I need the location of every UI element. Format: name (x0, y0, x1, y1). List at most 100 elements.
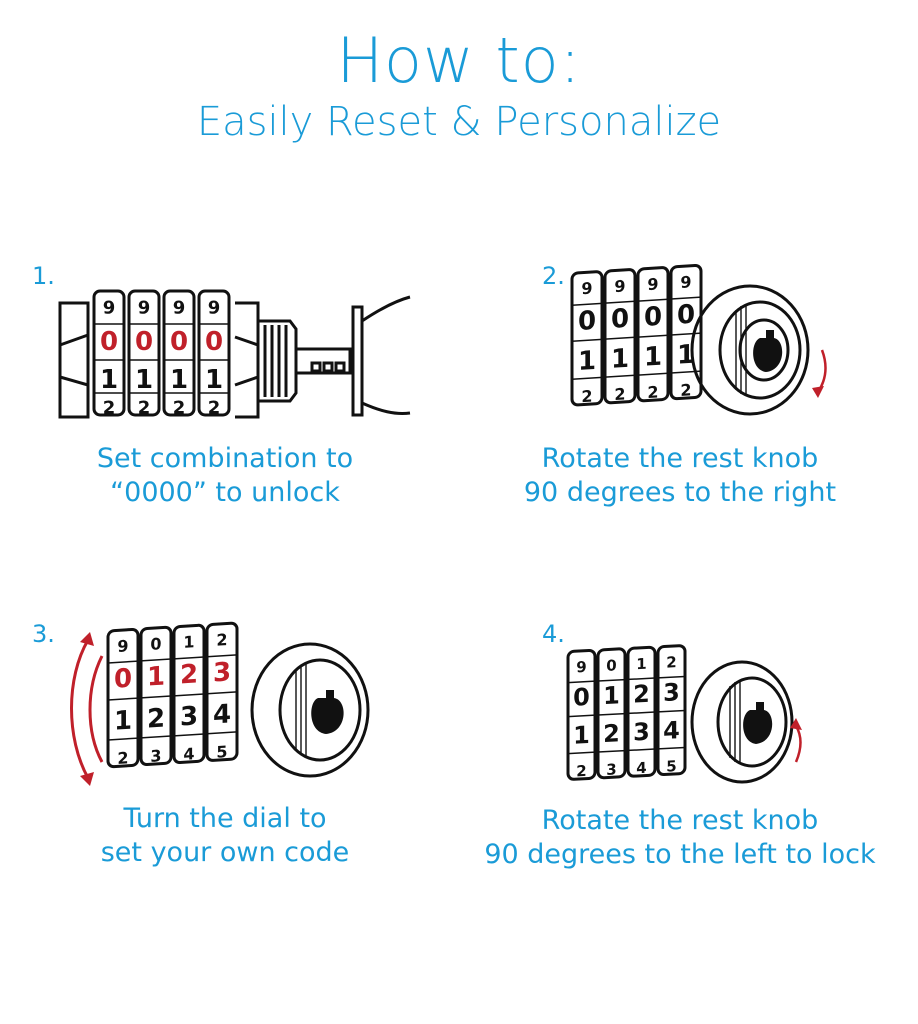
dial-wheel: 2 3 4 5 (656, 644, 687, 777)
dial-digit-bottom: 2 (117, 748, 128, 768)
dial-digit-top: 9 (680, 272, 691, 292)
dial-digit-middle: 0 (644, 302, 662, 333)
dial-digit-top: 2 (666, 653, 676, 672)
dial-digit-lower: 1 (644, 342, 662, 373)
dial-wheel: 9 0 12 (197, 289, 231, 418)
dial-digit-lower: 4 (663, 716, 680, 745)
step-4-number: 4. (542, 620, 565, 648)
dial-digit-bottom: 3 (150, 746, 161, 766)
dial-digit-lower: 2 (147, 704, 165, 735)
dial-wheel: 1 2 3 4 (626, 645, 657, 778)
dial-digit-top: 9 (208, 297, 221, 318)
dial-digit-middle: 2 (633, 680, 650, 709)
page-title: How to: (336, 24, 582, 97)
dial-digit-bottom: 2 (614, 384, 625, 404)
dial-digit-middle: 2 (180, 659, 198, 690)
dial-digit-lower: 1 (578, 346, 596, 377)
dial-digit-bottom: 5 (216, 742, 227, 762)
dial-wheel: 9 0 1 2 (106, 627, 140, 769)
step-2-caption-line-2: 90 degrees to the right (523, 477, 837, 508)
dial-digit-middle: 3 (213, 657, 231, 688)
dial-digit-lower: 3 (180, 701, 198, 732)
dial-digit-lower: 4 (213, 699, 231, 730)
step-3-caption-line-1: Turn the dial to (123, 803, 327, 834)
dial-digit-middle: 0 (677, 300, 695, 331)
dial-digit-bottom: 2 (138, 397, 151, 418)
step-4-caption-line-1: Rotate the rest knob (541, 805, 819, 836)
step-1-caption: Set combination to “0000” to unlock (40, 442, 410, 510)
step-4-caption-line-2: 90 degrees to the left to lock (484, 839, 876, 870)
page-subtitle: Easily Reset & Personalize (196, 99, 722, 145)
dial-wheel: 1 2 3 4 (172, 623, 206, 764)
dial-digit-middle: 0 (135, 327, 153, 357)
dial-wheel: 9 0 12 (127, 289, 161, 418)
dial-digit-top: 9 (581, 279, 592, 299)
dial-digit-lower: 1 (205, 365, 223, 395)
dial-digit-bottom: 4 (183, 744, 194, 764)
dial-wheel: 9 0 1 2 (566, 648, 597, 781)
step-4-caption: Rotate the rest knob 90 degrees to the l… (460, 804, 900, 872)
dial-digit-lower: 1 (677, 340, 695, 371)
dial-digit-top: 1 (183, 632, 194, 652)
dial-digit-middle: 1 (603, 681, 620, 710)
dial-digit-top: 9 (103, 297, 116, 318)
dial-digit-bottom: 2 (576, 762, 586, 781)
dial-digit-bottom: 2 (680, 380, 691, 400)
dial-digit-bottom: 2 (581, 387, 592, 407)
dial-digit-bottom: 5 (666, 757, 676, 776)
dial-digit-top: 9 (117, 636, 128, 656)
step-1-caption-line-2: “0000” to unlock (110, 477, 340, 508)
dial-digit-top: 9 (647, 274, 658, 294)
dial-digit-lower: 1 (135, 365, 153, 395)
dial-digit-middle: 0 (573, 683, 590, 712)
dial-digit-middle: 1 (147, 662, 165, 693)
dial-digit-top: 2 (216, 630, 227, 650)
dial-digit-top: 0 (150, 634, 161, 654)
step-1-number: 1. (32, 262, 55, 290)
dial-digit-lower: 2 (603, 719, 620, 748)
dial-digit-top: 9 (173, 297, 186, 318)
step-3-caption-line-2: set your own code (100, 837, 350, 868)
dial-digit-bottom: 2 (647, 382, 658, 402)
step-2-caption: Rotate the rest knob 90 degrees to the r… (490, 442, 870, 510)
dial-wheel: 9 0 1 2 (669, 263, 703, 401)
dial-digit-lower: 1 (573, 721, 590, 750)
dial-wheel: 0 1 2 3 (139, 625, 173, 767)
dial-digit-lower: 1 (611, 344, 629, 375)
dial-wheel: 2 3 4 5 (205, 621, 239, 762)
step-3-caption: Turn the dial to set your own code (40, 802, 410, 870)
dial-digit-bottom: 2 (173, 397, 186, 418)
dial-wheel: 9 0 12 (162, 289, 196, 418)
dial-digit-middle: 0 (170, 327, 188, 357)
dial-digit-middle: 3 (663, 678, 680, 707)
dial-wheel: 9 0 1 2 (636, 266, 670, 403)
dial-digit-middle: 0 (578, 306, 596, 337)
dial-digit-top: 9 (576, 658, 586, 677)
dial-digit-top: 9 (138, 297, 151, 318)
step-3-number: 3. (32, 620, 55, 648)
dial-digit-bottom: 2 (103, 397, 116, 418)
dial-wheel: 9 0 1 2 (570, 270, 604, 407)
dial-digit-middle: 0 (205, 327, 223, 357)
dial-digit-lower: 3 (633, 718, 650, 747)
dial-digit-middle: 0 (114, 664, 132, 695)
dial-digit-bottom: 4 (636, 759, 646, 778)
dial-digit-lower: 1 (170, 365, 188, 395)
dial-digit-top: 1 (636, 655, 646, 674)
dial-digit-middle: 0 (100, 327, 118, 357)
dial-digit-bottom: 3 (606, 760, 616, 779)
dial-digit-lower: 1 (114, 706, 132, 737)
dial-digit-middle: 0 (611, 304, 629, 335)
dial-digit-bottom: 2 (208, 397, 221, 418)
